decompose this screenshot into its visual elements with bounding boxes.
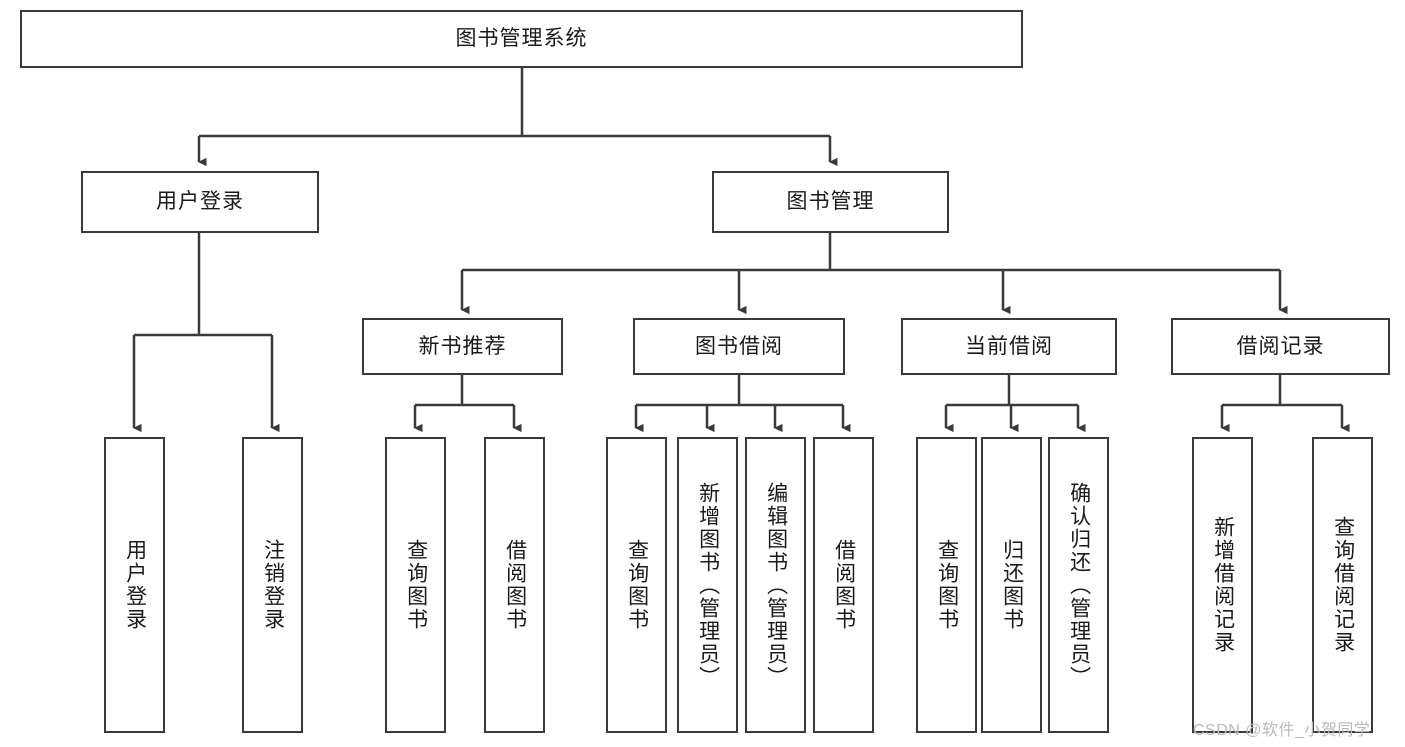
- node-label: 图书管理: [786, 190, 875, 214]
- node-label: 归还图书: [1000, 539, 1024, 631]
- node-label: 借阅图书: [832, 539, 856, 631]
- node-label: 编辑图书（管理员）: [764, 481, 788, 689]
- node-book-borrow[interactable]: 图书借阅: [633, 318, 845, 375]
- node-label: 借阅记录: [1236, 334, 1325, 358]
- leaf-new-book-borrow[interactable]: 借阅图书: [484, 437, 545, 733]
- node-label: 用户登录: [123, 539, 147, 631]
- node-label: 当前借阅: [965, 334, 1053, 358]
- leaf-borrow-borrow-book[interactable]: 借阅图书: [813, 437, 874, 733]
- node-label: 注销登录: [261, 539, 285, 631]
- node-label: 图书借阅: [695, 334, 783, 358]
- node-user-login[interactable]: 用户登录: [81, 171, 319, 233]
- node-root-book-management-system[interactable]: 图书管理系统: [20, 10, 1023, 68]
- leaf-current-confirm-return-admin[interactable]: 确认归还（管理员）: [1048, 437, 1109, 733]
- node-label: 查询图书: [935, 539, 959, 631]
- node-label: 借阅图书: [503, 539, 527, 631]
- node-label: 查询图书: [625, 539, 649, 631]
- leaf-record-query-borrow-record[interactable]: 查询借阅记录: [1312, 437, 1373, 733]
- node-label: 图书管理系统: [455, 27, 588, 51]
- node-new-book-recommend[interactable]: 新书推荐: [362, 318, 563, 375]
- leaf-borrow-edit-book-admin[interactable]: 编辑图书（管理员）: [745, 437, 806, 733]
- node-label: 新增图书（管理员）: [696, 481, 720, 689]
- node-label: 用户登录: [156, 190, 244, 214]
- node-current-borrow[interactable]: 当前借阅: [901, 318, 1117, 375]
- node-book-management[interactable]: 图书管理: [712, 171, 949, 233]
- node-borrow-record[interactable]: 借阅记录: [1171, 318, 1390, 375]
- node-label: 查询图书: [404, 539, 428, 631]
- leaf-current-return-book[interactable]: 归还图书: [981, 437, 1042, 733]
- leaf-current-query-book[interactable]: 查询图书: [916, 437, 977, 733]
- leaf-new-book-query[interactable]: 查询图书: [385, 437, 446, 733]
- node-label: 查询借阅记录: [1331, 516, 1355, 654]
- csdn-watermark: CSDN @软件_小贺同学: [1193, 722, 1371, 739]
- leaf-user-login-login[interactable]: 用户登录: [104, 437, 165, 733]
- node-label: 确认归还（管理员）: [1067, 481, 1091, 689]
- leaf-borrow-add-book-admin[interactable]: 新增图书（管理员）: [677, 437, 738, 733]
- leaf-user-login-logout[interactable]: 注销登录: [242, 437, 303, 733]
- leaf-record-add-borrow-record[interactable]: 新增借阅记录: [1192, 437, 1253, 733]
- node-label: 新书推荐: [418, 334, 507, 358]
- node-label: 新增借阅记录: [1211, 516, 1235, 654]
- leaf-borrow-query-book[interactable]: 查询图书: [606, 437, 667, 733]
